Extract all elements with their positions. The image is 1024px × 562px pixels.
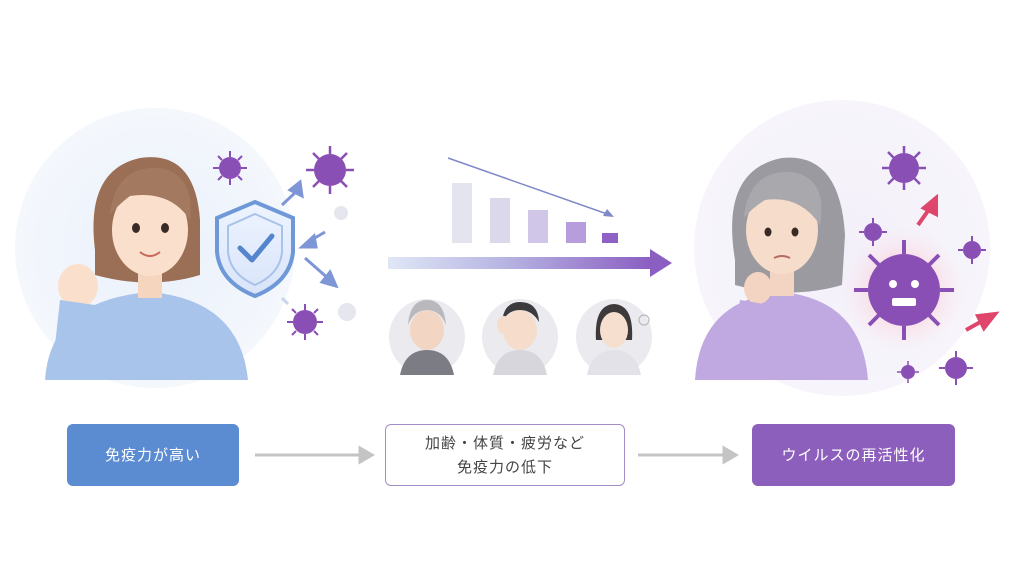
bar xyxy=(528,210,548,243)
deflect-arrows xyxy=(280,179,339,306)
decline-causes-text: 加齢・体質・疲労など xyxy=(424,434,585,452)
virus-icon xyxy=(213,151,247,185)
flow-connector xyxy=(255,445,739,465)
virus-icon xyxy=(939,351,973,385)
immunity-decline-label: 加齢・体質・疲労など 免疫力の低下 xyxy=(385,424,625,486)
reactivation-text: ウイルスの再活性化 xyxy=(781,446,926,464)
high-immunity-label: 免疫力が高い xyxy=(67,424,239,486)
faded-virus-icon xyxy=(334,206,356,321)
bar xyxy=(452,183,472,243)
virus-reactivation-label: ウイルスの再活性化 xyxy=(752,424,955,486)
high-immunity-text: 免疫力が高い xyxy=(104,446,201,464)
bar xyxy=(602,233,618,243)
virus-icon xyxy=(882,146,926,190)
virus-icon xyxy=(306,146,354,194)
worried-elderly-woman xyxy=(695,157,868,380)
elderly-person-avatar xyxy=(389,299,465,375)
right-scene xyxy=(694,100,1000,396)
bar xyxy=(566,222,586,243)
middle-scene xyxy=(388,157,672,375)
arrow-icon xyxy=(603,209,614,217)
bar xyxy=(490,198,510,243)
arrow-icon xyxy=(916,193,1000,332)
left-scene xyxy=(15,108,356,388)
shield-check-icon xyxy=(215,199,295,299)
virus-icon xyxy=(897,361,919,383)
decline-text: 免疫力の低下 xyxy=(456,458,553,476)
virus-icon xyxy=(854,240,954,340)
fatigued-woman-avatar xyxy=(576,299,652,375)
tired-man-avatar xyxy=(482,299,558,375)
declining-bar-chart xyxy=(447,157,618,243)
healthy-woman xyxy=(45,157,248,380)
arrow-icon xyxy=(388,249,672,277)
virus-icon xyxy=(287,304,323,340)
virus-icon xyxy=(958,236,986,264)
virus-icon xyxy=(859,218,887,246)
